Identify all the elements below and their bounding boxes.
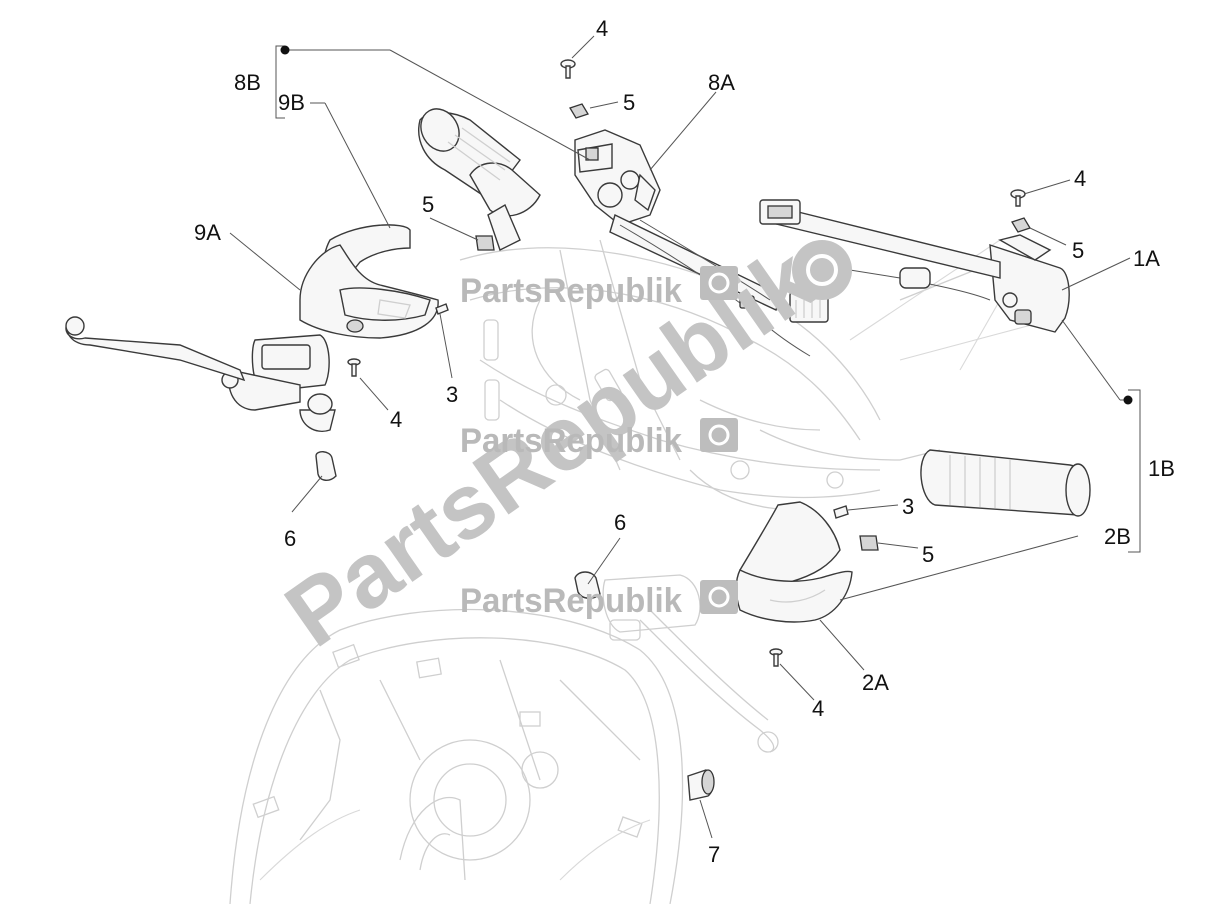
bullet-marker-1b	[1123, 395, 1133, 405]
callout-5-right: 5	[1072, 238, 1084, 263]
callout-8b: 8B	[234, 70, 261, 95]
callout-1b: 1B	[1148, 456, 1175, 481]
fasteners	[315, 59, 1031, 801]
callout-5-lower: 5	[922, 542, 934, 567]
callout-6-left: 6	[284, 526, 296, 551]
callout-4-left: 4	[390, 407, 402, 432]
watermark-line-2: PartsRepublik	[460, 422, 682, 460]
callout-4-lower: 4	[812, 696, 824, 721]
callout-6-mid: 6	[614, 510, 626, 535]
right-switch-unit-1a	[759, 199, 1070, 333]
callout-1a: 1A	[1133, 246, 1160, 271]
bullet-marker-8b	[280, 45, 290, 55]
callout-4-right: 4	[1074, 166, 1086, 191]
callout-9b: 9B	[278, 90, 305, 115]
right-grip	[920, 449, 1091, 517]
ghost-scooter-body	[229, 608, 684, 904]
callout-5-left: 5	[422, 192, 434, 217]
callout-7: 7	[708, 842, 720, 867]
left-switch-unit-8a	[574, 129, 661, 226]
callout-labels: 8B 9B 9A 4 5 8A 5 4 5 1A 3 4 6 1B 3 6 2B…	[194, 16, 1175, 867]
callout-8a: 8A	[708, 70, 735, 95]
right-lever-assembly	[602, 574, 779, 753]
left-cover-9a	[299, 244, 439, 339]
callout-3-right: 3	[902, 494, 914, 519]
callout-9a: 9A	[194, 220, 221, 245]
left-lever-assembly	[65, 316, 336, 432]
callout-4-top: 4	[596, 16, 608, 41]
leader-lines	[229, 35, 1141, 839]
callout-5-top: 5	[623, 90, 635, 115]
gear-icon	[700, 240, 852, 614]
watermark-line-1: PartsRepublik	[460, 272, 682, 310]
left-grip	[418, 108, 541, 251]
watermark-line-3: PartsRepublik	[460, 582, 682, 620]
callout-3-left: 3	[446, 382, 458, 407]
callout-2a: 2A	[862, 670, 889, 695]
right-cover-2ab	[735, 501, 853, 623]
callout-2b: 2B	[1104, 524, 1131, 549]
